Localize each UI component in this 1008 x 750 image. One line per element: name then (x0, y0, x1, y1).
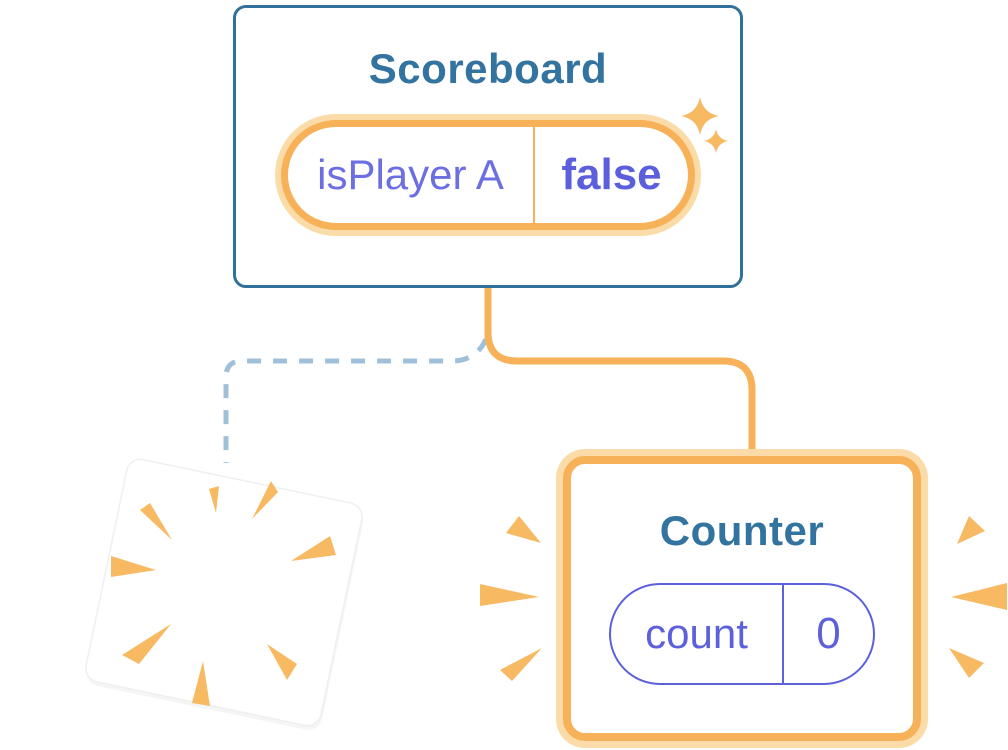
burst-ray-icon (192, 661, 210, 706)
counter-state-pill: count 0 (609, 583, 875, 685)
scoreboard-state-pill: isPlayer A false (281, 120, 695, 230)
burst-ray-icon (291, 536, 336, 561)
burst-ray-icon (267, 644, 297, 680)
burst-ray-icon (951, 583, 1007, 610)
destroyed-card-burst (111, 481, 336, 706)
burst-ray-icon (111, 556, 156, 577)
scoreboard-title: Scoreboard (368, 45, 608, 92)
burst-ray-icon (209, 486, 219, 513)
scoreboard-component-card: Scoreboard isPlayer A false (233, 5, 743, 288)
burst-ray-icon (500, 648, 542, 681)
burst-ray-icon (252, 481, 278, 519)
destroyed-card-face (85, 458, 363, 727)
burst-ray-icon (506, 516, 541, 543)
active-subtree-orange-connector (484, 280, 756, 470)
burst-ray-icon (957, 516, 985, 544)
burst-ray-icon (140, 503, 172, 540)
state-name-label: isPlayer A (317, 151, 504, 198)
destroyed-card-shadow (86, 463, 364, 730)
burst-ray-icon (122, 624, 171, 664)
removed-subtree-dashed-connector (223, 337, 489, 463)
counter-component-card: Counter count 0 (563, 456, 921, 741)
destroyed-component-card (85, 458, 364, 730)
burst-ray-icon (480, 584, 539, 606)
state-value-label: false (533, 127, 688, 223)
counter-title: Counter (659, 507, 825, 554)
burst-ray-icon (949, 648, 984, 678)
state-value-label: 0 (782, 585, 873, 683)
state-name-label: count (645, 610, 748, 657)
